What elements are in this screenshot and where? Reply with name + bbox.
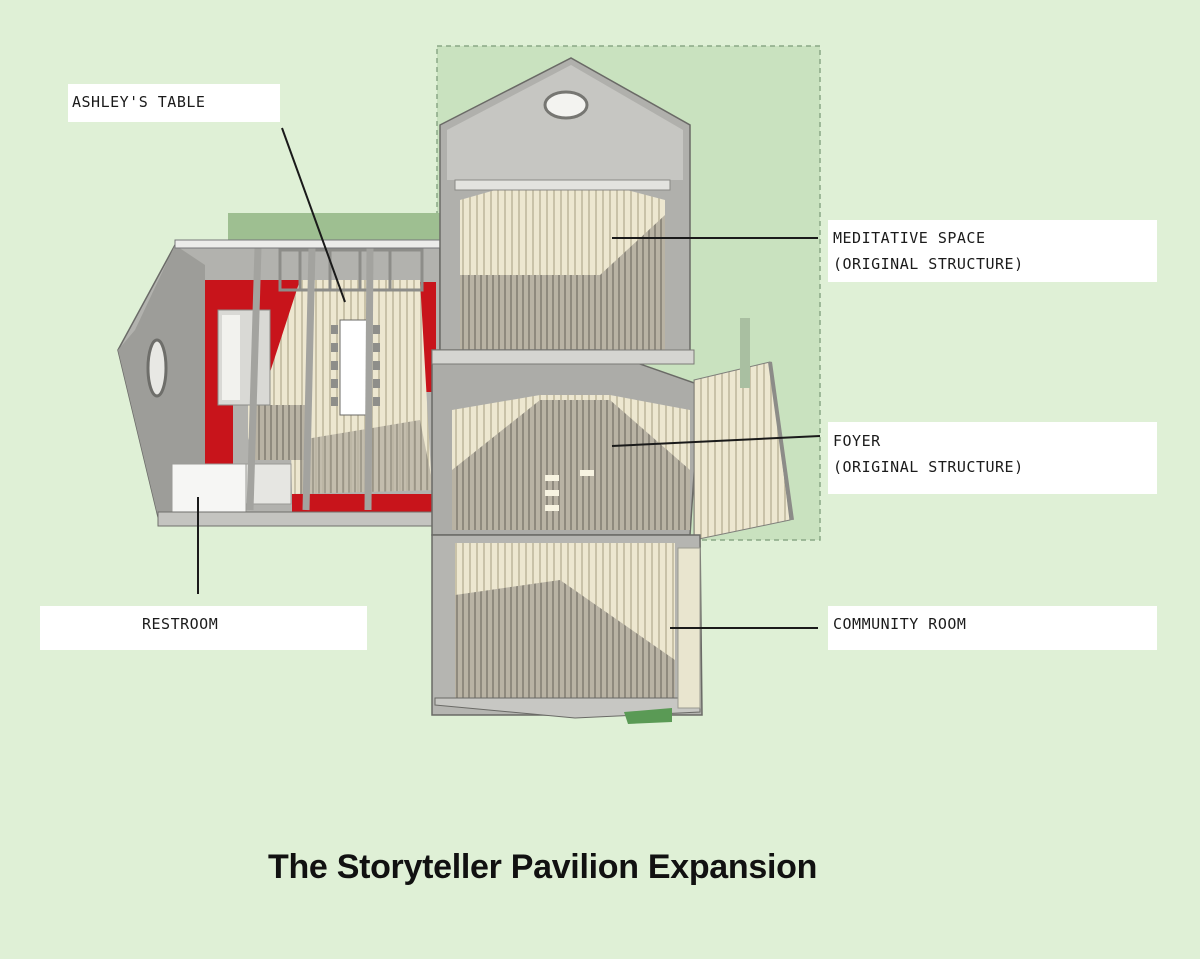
label-meditative-space: MEDITATIVE SPACE (ORIGINAL STRUCTURE) [828,220,1157,282]
label-ashleys-table-text: ASHLEY'S TABLE [72,93,206,111]
oculus-window [543,90,589,120]
label-ashleys-table: ASHLEY'S TABLE [68,84,280,122]
label-community-room-text: COMMUNITY ROOM [833,615,967,633]
label-restroom-text: RESTROOM [142,615,219,633]
label-meditative-line1: MEDITATIVE SPACE [833,229,986,247]
label-community-room: COMMUNITY ROOM [828,606,1157,650]
community-room-structure [431,534,703,724]
foyer-structure [431,349,701,536]
callout-lines [197,127,821,629]
leader-foyer [611,435,821,447]
label-foyer-line2: (ORIGINAL STRUCTURE) [833,458,1024,476]
leader-ashley [281,127,346,303]
label-foyer-line1: FOYER [833,432,881,450]
lawn-patch [228,213,440,243]
label-meditative-line2: (ORIGINAL STRUCTURE) [833,255,1024,273]
side-deck [693,318,794,541]
diagram-caption: The Storyteller Pavilion Expansion [268,848,818,886]
left-wing [117,239,446,527]
label-foyer: FOYER (ORIGINAL STRUCTURE) [828,422,1157,494]
meditative-space-structure [439,57,691,363]
label-restroom: RESTROOM [40,606,367,650]
